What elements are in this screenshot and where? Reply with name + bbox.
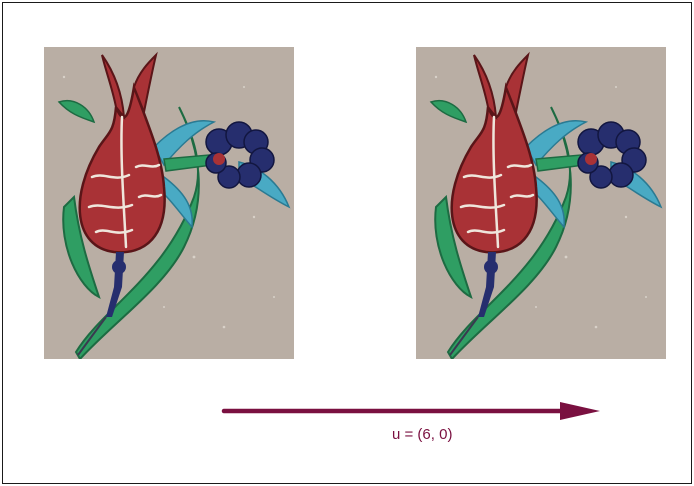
vector-label: u = (6, 0) bbox=[392, 426, 452, 443]
translated-tile-image bbox=[416, 47, 666, 359]
tulip-motif-icon bbox=[44, 47, 294, 359]
original-tile-image bbox=[44, 47, 294, 359]
tulip-motif-icon bbox=[416, 47, 666, 359]
